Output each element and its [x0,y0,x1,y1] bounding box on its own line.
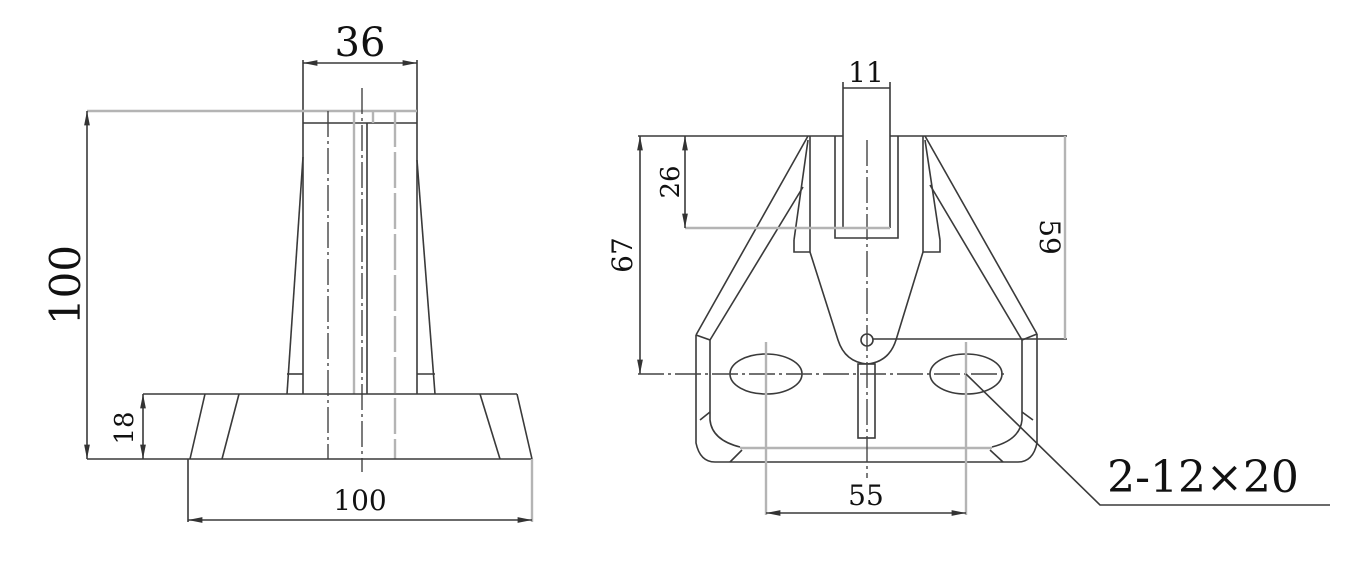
left-wing [695,135,811,341]
dim-label-11: 11 [848,56,884,89]
callout-leader [965,373,1330,506]
dim-label-67: 67 [606,237,639,273]
column-outline [87,60,436,472]
dim-label-36: 36 [335,20,386,66]
right-wing [922,135,1038,341]
dim-label-100-width: 100 [333,484,386,517]
side-view: 36 100 18 100 [41,20,534,523]
dimension-lines [84,60,532,523]
dim-label-26: 26 [656,165,686,198]
dim-label-59: 59 [1033,219,1066,255]
dim-label-55: 55 [848,479,884,512]
dim-label-100-height: 100 [41,245,90,325]
dim-label-18: 18 [110,411,140,444]
slot-callout-label: 2-12×20 [1107,452,1299,503]
tab-and-channel [638,82,1067,239]
dimension-lines [637,87,1330,516]
base-outline [87,393,534,522]
front-view: 11 26 67 59 55 2-12×20 [606,56,1330,516]
